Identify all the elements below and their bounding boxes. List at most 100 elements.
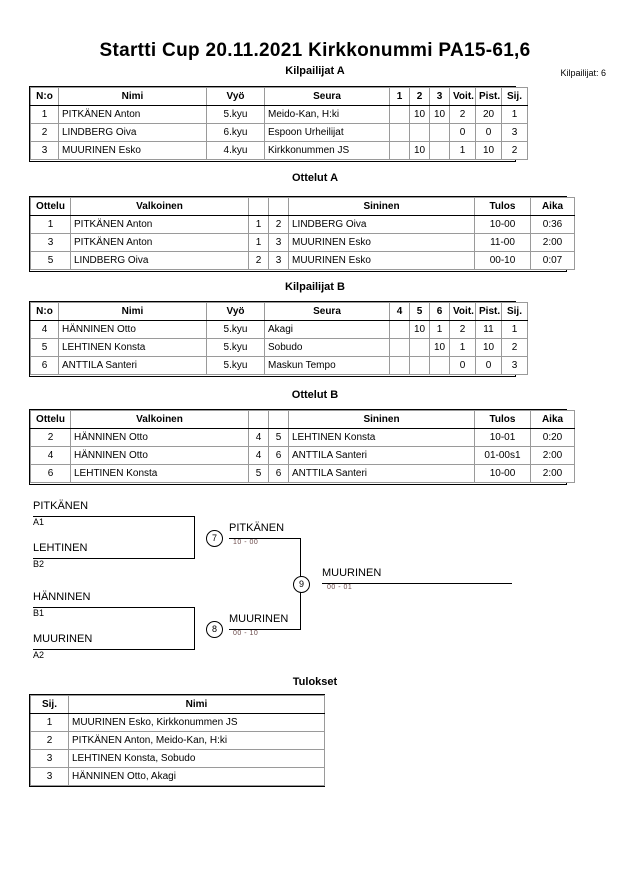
bracket-line — [322, 583, 512, 584]
cell-club: Sobudo — [264, 338, 390, 357]
cell-points: 0 — [475, 123, 502, 142]
cell-white: LINDBERG Oiva — [70, 251, 249, 270]
bracket-entry-name: PITKÄNEN — [33, 500, 89, 512]
cell-belt: 6.kyu — [206, 123, 265, 142]
cell-no: 4 — [30, 320, 59, 339]
cell-time: 0:07 — [530, 251, 575, 270]
col-white: Valkoinen — [70, 410, 249, 429]
col-belt: Vyö — [206, 302, 265, 321]
bracket-line — [33, 649, 195, 650]
cell-blue: ANTTILA Santeri — [288, 464, 475, 483]
cell-wins: 0 — [449, 356, 476, 375]
cell-blue: MUURINEN Esko — [288, 233, 475, 252]
cell-result: 10-00 — [474, 464, 531, 483]
cell-grid — [389, 320, 410, 339]
cell-no: 3 — [30, 141, 59, 160]
matches-b-table: Ottelu Valkoinen Sininen Tulos Aika 2 HÄ… — [30, 410, 575, 483]
cell-white-no: 4 — [248, 428, 269, 447]
table-row: 3 HÄNNINEN Otto, Akagi — [30, 767, 325, 786]
cell-blue-no: 3 — [268, 251, 289, 270]
cell-grid — [389, 356, 410, 375]
section-title-matches-b: Ottelut B — [291, 389, 339, 401]
col-time: Aika — [530, 197, 575, 216]
col-name: Nimi — [58, 302, 207, 321]
cell-name: LINDBERG Oiva — [58, 123, 207, 142]
cell-name: PITKÄNEN Anton — [58, 105, 207, 124]
cell-rank: 1 — [501, 320, 528, 339]
cell-no: 1 — [30, 105, 59, 124]
cell-match: 4 — [30, 446, 71, 465]
cell-white-no: 2 — [248, 251, 269, 270]
cell-blue: LEHTINEN Konsta — [288, 428, 475, 447]
cell-result: 10-01 — [474, 428, 531, 447]
table-row: 3 LEHTINEN Konsta, Sobudo — [30, 749, 325, 768]
col-rank: Sij. — [501, 87, 528, 106]
bracket-match-node-8: 8 — [206, 621, 223, 638]
cell-blue-no: 6 — [268, 464, 289, 483]
table-row: 3 MUURINEN Esko 4.kyu Kirkkonummen JS 10… — [30, 141, 528, 160]
cell-belt: 5.kyu — [206, 105, 265, 124]
pool-b-table: N:o Nimi Vyö Seura 4 5 6 Voit. Pist. Sij… — [30, 302, 528, 375]
cell-club: Akagi — [264, 320, 390, 339]
col-blue-no — [268, 197, 289, 216]
col-rank: Sij. — [501, 302, 528, 321]
cell-result: 01-00s1 — [474, 446, 531, 465]
col-result: Tulos — [474, 410, 531, 429]
col-no: N:o — [30, 302, 59, 321]
col-grid-6: 6 — [429, 302, 450, 321]
matches-b-header-row: Ottelu Valkoinen Sininen Tulos Aika — [30, 410, 575, 429]
cell-name: LEHTINEN Konsta — [58, 338, 207, 357]
cell-no: 2 — [30, 123, 59, 142]
bracket-line — [33, 607, 195, 608]
cell-club: Espoon Urheilijat — [264, 123, 390, 142]
bracket-entry-seed: B1 — [33, 608, 45, 618]
bracket-line — [194, 607, 195, 650]
table-row: 2 PITKÄNEN Anton, Meido-Kan, H:ki — [30, 731, 325, 750]
col-white-no — [248, 197, 269, 216]
cell-grid — [409, 338, 430, 357]
bracket-match-node-9: 9 — [293, 576, 310, 593]
cell-belt: 5.kyu — [206, 320, 265, 339]
cell-belt: 4.kyu — [206, 141, 265, 160]
bracket-winner-name: PITKÄNEN — [229, 522, 285, 534]
cell-time: 2:00 — [530, 233, 575, 252]
col-grid-5: 5 — [409, 302, 430, 321]
cell-white-no: 5 — [248, 464, 269, 483]
cell-rank: 2 — [501, 141, 528, 160]
table-row: 1 PITKÄNEN Anton 1 2 LINDBERG Oiva 10-00… — [30, 215, 575, 234]
cell-rank: 2 — [501, 338, 528, 357]
col-points: Pist. — [475, 87, 502, 106]
results-header-row: Sij. Nimi — [30, 695, 325, 714]
cell-rank: 3 — [501, 356, 528, 375]
cell-grid: 10 — [429, 105, 450, 124]
pool-b-header-row: N:o Nimi Vyö Seura 4 5 6 Voit. Pist. Sij… — [30, 302, 528, 321]
cell-club: Maskun Tempo — [264, 356, 390, 375]
cell-time: 0:36 — [530, 215, 575, 234]
table-row: 2 HÄNNINEN Otto 4 5 LEHTINEN Konsta 10-0… — [30, 428, 575, 447]
cell-belt: 5.kyu — [206, 356, 265, 375]
bracket-entry-name: HÄNNINEN — [33, 591, 91, 603]
col-time: Aika — [530, 410, 575, 429]
cell-white-no: 4 — [248, 446, 269, 465]
cell-grid: 1 — [429, 320, 450, 339]
cell-grid — [429, 356, 450, 375]
col-white: Valkoinen — [70, 197, 249, 216]
bracket-winner-name: MUURINEN — [229, 613, 289, 625]
table-row: 1 MUURINEN Esko, Kirkkonummen JS — [30, 713, 325, 732]
playoff-bracket: PITKÄNEN A1 LEHTINEN B2 7 PITKÄNEN 10 - … — [0, 495, 630, 675]
col-club: Seura — [264, 302, 390, 321]
cell-name: HÄNNINEN Otto — [58, 320, 207, 339]
page-title: Startti Cup 20.11.2021 Kirkkonummi PA15-… — [99, 40, 531, 61]
cell-blue: LINDBERG Oiva — [288, 215, 475, 234]
col-white-no — [248, 410, 269, 429]
cell-rank: 3 — [501, 123, 528, 142]
table-row: 1 PITKÄNEN Anton 5.kyu Meido-Kan, H:ki 1… — [30, 105, 528, 124]
bracket-entry-seed: A2 — [33, 650, 45, 660]
bracket-entry-name: MUURINEN — [33, 633, 93, 645]
cell-name: HÄNNINEN Otto, Akagi — [68, 767, 325, 786]
bracket-line — [33, 558, 195, 559]
cell-points: 11 — [475, 320, 502, 339]
section-title-pool-a: Kilpailijat A — [285, 65, 345, 77]
section-title-results: Tulokset — [292, 676, 338, 688]
cell-rank: 3 — [30, 749, 69, 768]
